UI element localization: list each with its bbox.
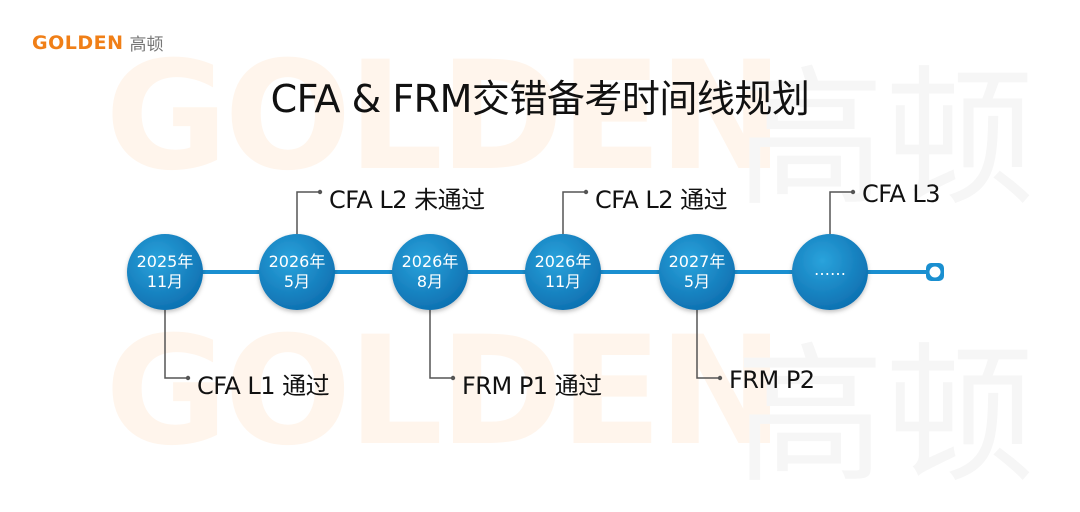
event-connector-dot	[450, 375, 456, 381]
event-label: CFA L1 通过	[197, 372, 330, 400]
event-connector-dot	[717, 375, 723, 381]
timeline-node	[392, 234, 468, 310]
event-connector	[696, 310, 719, 379]
event-connector	[562, 191, 585, 234]
node-month: 5月	[283, 272, 311, 291]
event-connector-dot	[185, 375, 191, 381]
node-year: 2025年	[136, 252, 194, 271]
event-label: CFA L2 通过	[595, 186, 728, 214]
logo-text-en: GOLDEN	[32, 31, 124, 54]
node-year: 2027年	[668, 252, 726, 271]
event-label: CFA L3	[862, 180, 941, 208]
event-connector-dot	[583, 189, 589, 195]
event-connector	[429, 310, 452, 379]
node-year: 2026年	[534, 252, 592, 271]
logo-text-cn: 高顿	[129, 35, 164, 55]
page-title: CFA & FRM交错备考时间线规划	[270, 77, 810, 121]
timeline-node	[259, 234, 335, 310]
node-year: 2026年	[268, 252, 326, 271]
timeline-node	[659, 234, 735, 310]
timeline-node	[792, 234, 868, 310]
timeline-node-date: ……	[814, 260, 846, 279]
event-connector	[829, 191, 852, 234]
timeline-node	[127, 234, 203, 310]
timeline-diagram	[127, 189, 944, 381]
event-label: CFA L2 未通过	[329, 186, 485, 214]
event-connector	[296, 191, 319, 234]
node-month: 8月	[416, 272, 444, 291]
timeline-node	[525, 234, 601, 310]
event-connector-dot	[850, 189, 856, 195]
node-month: 11月	[544, 272, 582, 291]
node-year: 2026年	[401, 252, 459, 271]
event-connector	[164, 310, 187, 379]
event-connector-dot	[317, 189, 323, 195]
event-label: FRM P1 通过	[462, 372, 602, 400]
brand-logo: GOLDEN 高顿	[32, 30, 164, 56]
node-month: 11月	[146, 272, 184, 291]
timeline-end-marker-dot	[929, 266, 941, 278]
event-label: FRM P2	[729, 366, 815, 394]
node-month: 5月	[683, 272, 711, 291]
